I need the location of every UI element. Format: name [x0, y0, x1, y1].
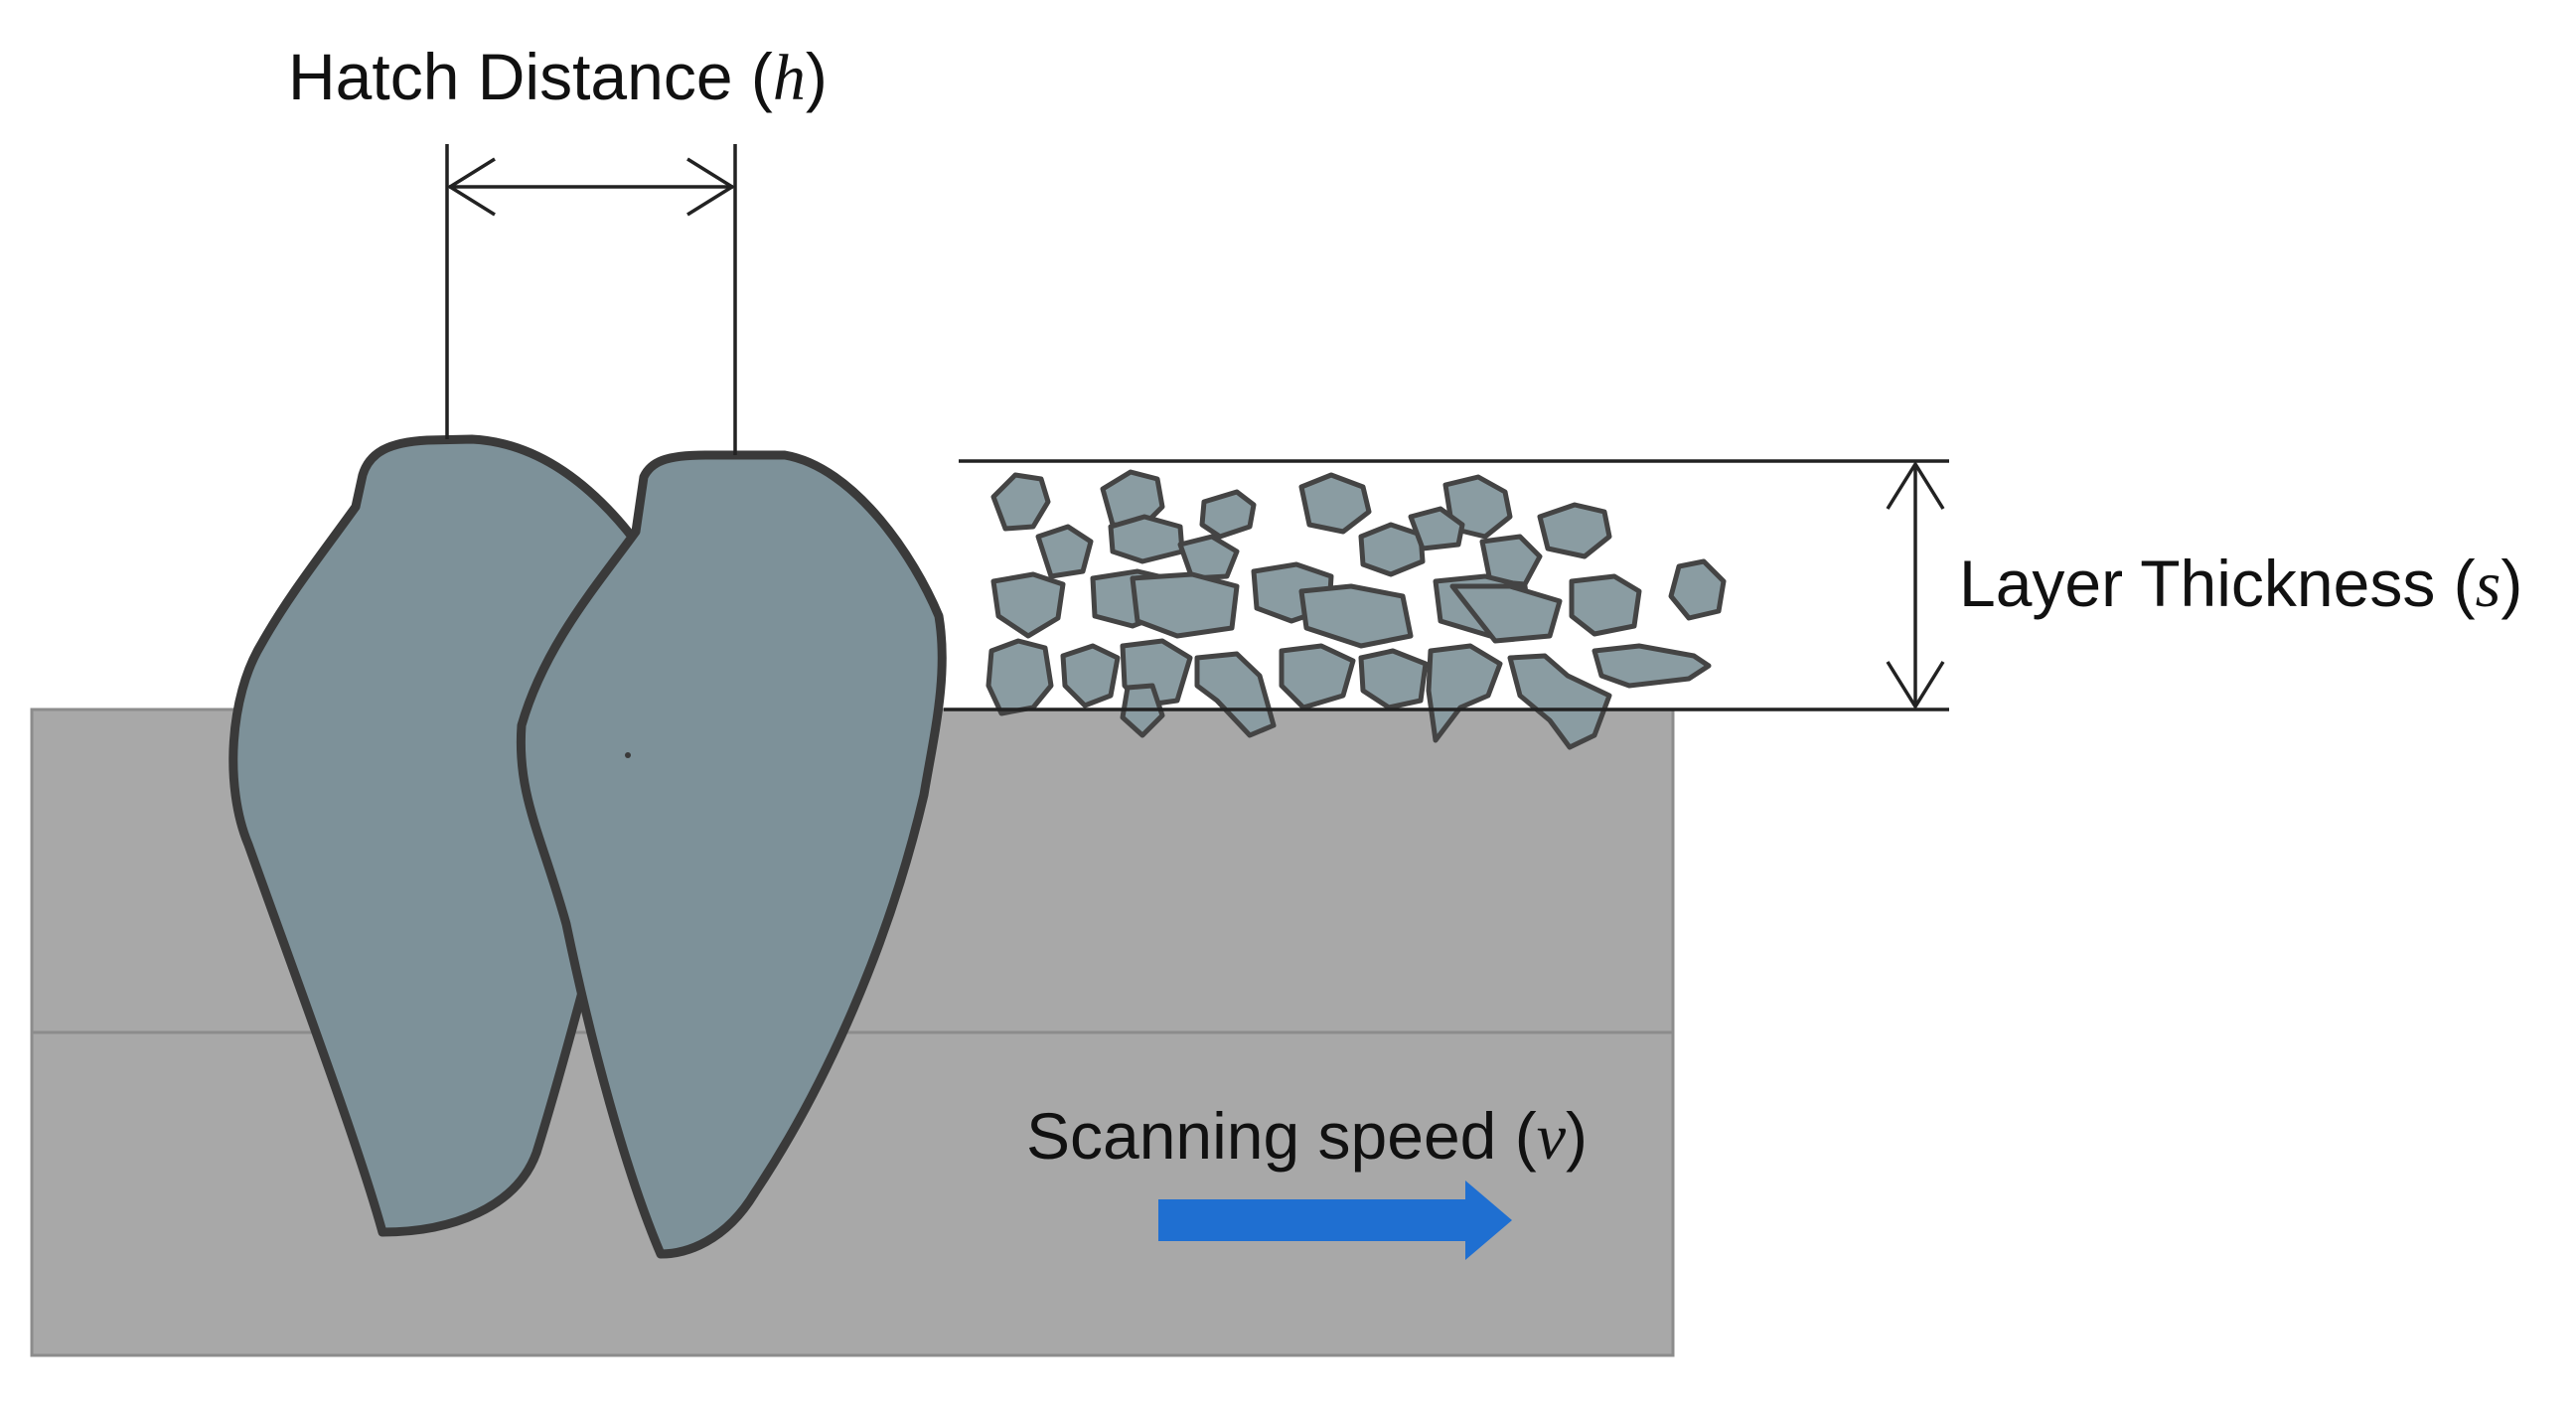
powder-particle: [1358, 522, 1426, 577]
hatch-distance-dimension: [445, 144, 737, 455]
powder-particle: [1279, 643, 1356, 710]
layer-thickness-dimension: [944, 459, 1949, 711]
powder-particle: [1194, 651, 1277, 738]
powder-particle: [990, 571, 1066, 639]
scanning-speed-variable: v: [1537, 1101, 1567, 1174]
powder-particle: [1298, 472, 1372, 535]
powder-particle: [1591, 643, 1712, 689]
melt-pool-right: [516, 450, 947, 1259]
powder-particle: [985, 638, 1054, 716]
powder-particle: [1199, 489, 1257, 540]
powder-particle: [1479, 534, 1543, 587]
hatch-arrowhead-right: [686, 157, 736, 217]
layer-thickness-label: Layer Thickness (s): [1959, 547, 2522, 621]
powder-particle: [1668, 558, 1727, 621]
powder-particle: [1426, 643, 1503, 743]
powder-particle: [1108, 514, 1185, 564]
layer-arrowhead-top: [1886, 460, 1945, 510]
hatch-distance-label: Hatch Distance (h): [288, 40, 828, 114]
melt-pool-left: [228, 434, 658, 1237]
powder-particle: [1537, 502, 1612, 559]
powder-particle: [1177, 534, 1240, 581]
powder-particle: [1060, 643, 1121, 708]
powder-particle: [1035, 524, 1094, 579]
powder-particle: [1130, 571, 1240, 639]
scanning-speed-label: Scanning speed (v): [1026, 1099, 1588, 1174]
substrate-lower-layer: [30, 1030, 1675, 1357]
layer-arrowhead-bottom: [1886, 661, 1945, 710]
powder-particle: [1569, 573, 1642, 637]
melt-pool-speck: [625, 752, 631, 758]
right-arrow-icon: [1158, 1180, 1512, 1260]
melt-pools: [228, 434, 947, 1259]
powder-particle: [1449, 583, 1563, 644]
powder-particle: [1507, 653, 1612, 750]
layer-thickness-variable: s: [2476, 549, 2501, 621]
scan-direction-arrow: [1158, 1180, 1512, 1260]
powder-particle: [1408, 506, 1465, 551]
powder-particle: [990, 472, 1051, 532]
hatch-arrowhead-left: [446, 157, 496, 217]
powder-particle: [1298, 583, 1414, 649]
powder-particle: [1358, 648, 1429, 710]
hatch-distance-variable: h: [773, 42, 806, 114]
powder-bed: [985, 469, 1727, 750]
